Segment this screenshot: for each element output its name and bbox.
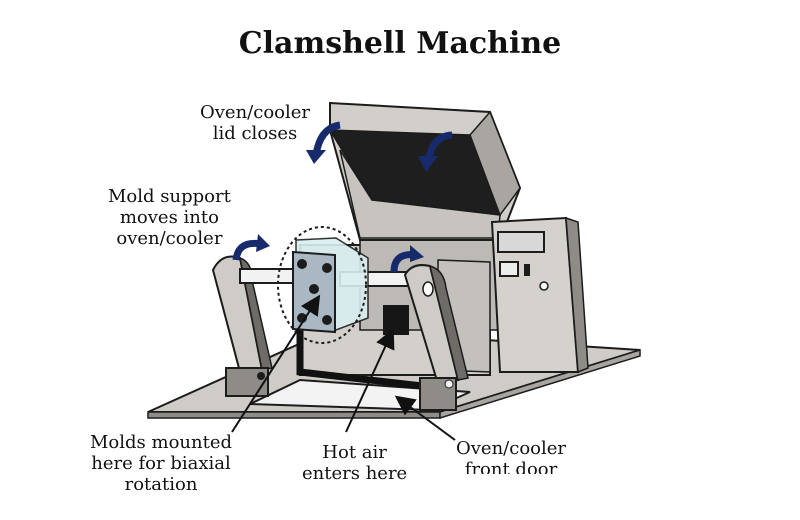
left-support-arm [211,255,273,397]
hot-air-leader-line [345,328,395,433]
hot-air-label-line-2: enters here [302,463,408,484]
lid-label-line-1: Oven/cooler [200,102,311,123]
lid-close-arrow-left [306,121,341,164]
display-screen [497,231,545,253]
front-door-label-line-2: front door [464,459,558,474]
rotation-arrow-left [232,234,270,261]
control-panel [490,216,589,374]
mold-support-label: Mold support moves into oven/cooler [108,186,231,249]
molds-label-line-2: here for biaxial [91,453,231,474]
lid-label: Oven/cooler lid closes [200,102,310,144]
diagram-title: Clamshell Machine [238,26,562,61]
panel-knob [539,281,549,291]
hot-air-inlet [383,305,409,335]
front-door-label: Oven/cooler front door [456,438,566,474]
molds-label-line-3: rotation [124,474,198,490]
molds-label: Molds mounted here for biaxial rotation [90,432,232,490]
lid-label-line-2: lid closes [212,123,298,144]
mold-support-label-line-2: moves into [119,207,219,228]
mold-support-label-line-3: oven/cooler [116,228,223,249]
lid-close-arrow-right [418,131,453,172]
indicator-window [499,261,519,277]
front-door-leader-line [394,395,456,441]
oven-lid [328,101,522,241]
hot-air-label: Hot air enters here [302,442,407,484]
molds-label-line-1: Molds mounted [90,432,233,453]
rotation-arrow-right [390,245,424,273]
mold-support-label-line-1: Mold support [108,186,231,207]
front-door-label-line-1: Oven/cooler [456,438,567,459]
right-support-arm [403,264,469,411]
mold-assembly [277,226,369,344]
molds-leader-line [231,294,321,433]
hot-air-label-line-1: Hot air [322,442,387,463]
panel-slot [524,264,530,276]
